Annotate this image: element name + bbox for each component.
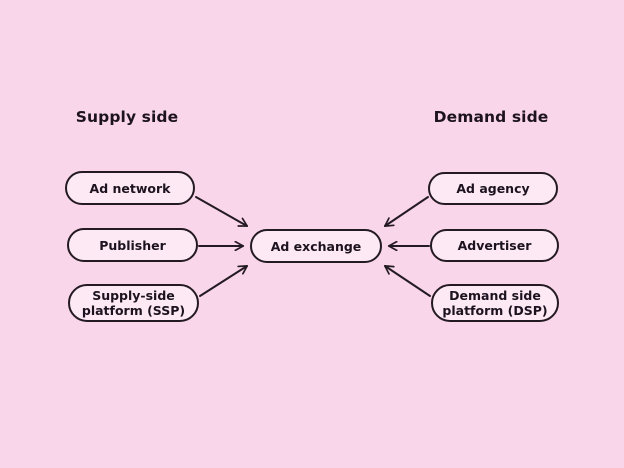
- node-ad-exchange: Ad exchange: [250, 229, 382, 263]
- node-advertiser: Advertiser: [430, 229, 559, 262]
- node-ssp: Supply-side platform (SSP): [68, 284, 199, 322]
- node-dsp: Demand side platform (DSP): [431, 284, 559, 322]
- demand-side-heading: Demand side: [433, 108, 549, 126]
- node-ad-network: Ad network: [65, 171, 195, 205]
- node-publisher: Publisher: [67, 228, 198, 262]
- supply-side-heading: Supply side: [75, 108, 179, 126]
- arrow-dsp-to-exchange: [383, 265, 431, 297]
- arrow-ad-agency-to-exchange: [383, 196, 429, 227]
- arrow-ssp-to-exchange: [199, 265, 249, 297]
- arrow-ad-network-to-exchange: [195, 196, 249, 227]
- node-ad-agency: Ad agency: [428, 172, 558, 205]
